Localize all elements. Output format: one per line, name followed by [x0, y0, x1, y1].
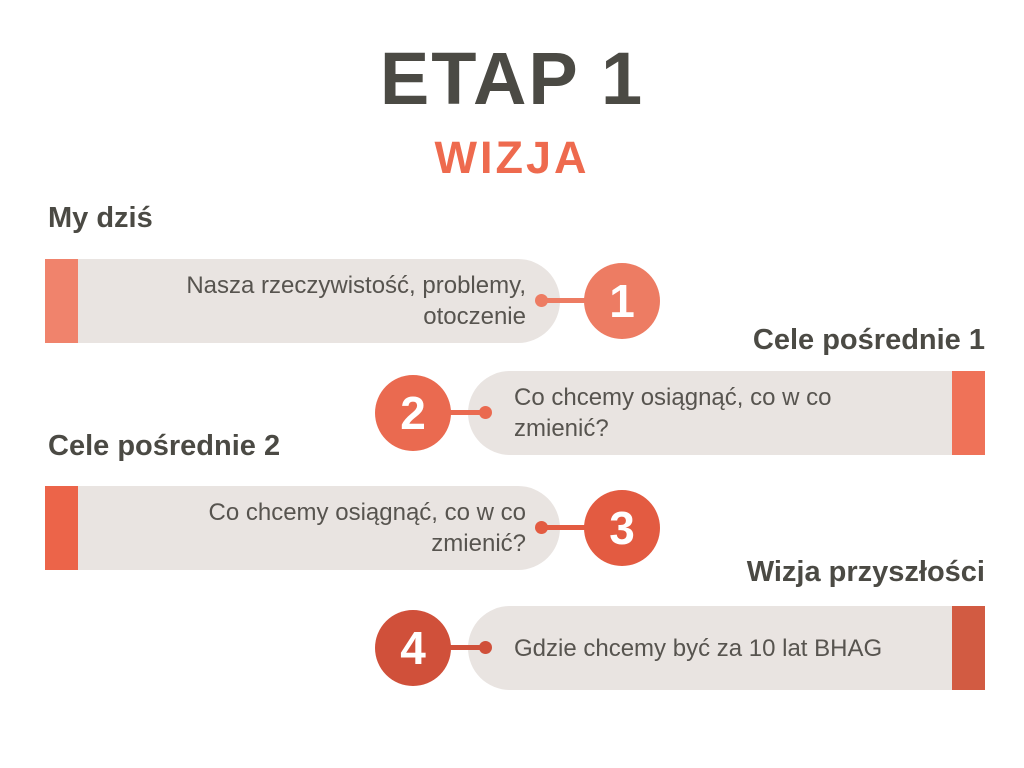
step-3-accent-bar [45, 486, 78, 570]
step-3-connector-dot [535, 521, 548, 534]
step-4-connector-dot [479, 641, 492, 654]
step-1-number: 1 [609, 275, 635, 327]
step-2-text: Co chcemy osiągnąć, co w co zmienić? [514, 384, 832, 442]
step-1-text: Nasza rzeczywistość, problemy, otoczenie [186, 272, 526, 330]
step-1-heading: My dziś [48, 202, 153, 234]
step-1-number-badge: 1 [584, 263, 660, 339]
step-3-number: 3 [609, 502, 635, 554]
step-1-accent-bar [45, 259, 78, 343]
step-4-pill: Gdzie chcemy być za 10 lat BHAG [468, 606, 985, 690]
step-3-heading: Cele pośrednie 2 [48, 430, 281, 462]
step-2-number: 2 [400, 387, 426, 439]
step-1-connector-line [545, 298, 591, 303]
step-2-connector-line [443, 410, 489, 415]
step-4-number: 4 [400, 622, 426, 674]
step-2-pill: Co chcemy osiągnąć, co w co zmienić? [468, 371, 985, 455]
step-2-accent-bar [952, 371, 985, 455]
step-4-connector-line [443, 645, 489, 650]
step-2-heading: Cele pośrednie 1 [752, 324, 985, 356]
step-2-number-badge: 2 [375, 375, 451, 451]
step-3-pill: Co chcemy osiągnąć, co w co zmienić? [45, 486, 560, 570]
step-1-connector-dot [535, 294, 548, 307]
step-3-connector-line [545, 525, 591, 530]
step-3-number-badge: 3 [584, 490, 660, 566]
step-1-pill: Nasza rzeczywistość, problemy, otoczenie [45, 259, 560, 343]
step-4-number-badge: 4 [375, 610, 451, 686]
step-4-accent-bar [952, 606, 985, 690]
page-subtitle: WIZJA [434, 132, 590, 183]
page-title: ETAP 1 [379, 37, 645, 120]
step-4-heading: Wizja przyszłości [746, 556, 985, 588]
step-3-text: Co chcemy osiągnąć, co w co zmienić? [208, 499, 526, 557]
step-4-text: Gdzie chcemy być za 10 lat BHAG [514, 634, 883, 662]
step-2-connector-dot [479, 406, 492, 419]
